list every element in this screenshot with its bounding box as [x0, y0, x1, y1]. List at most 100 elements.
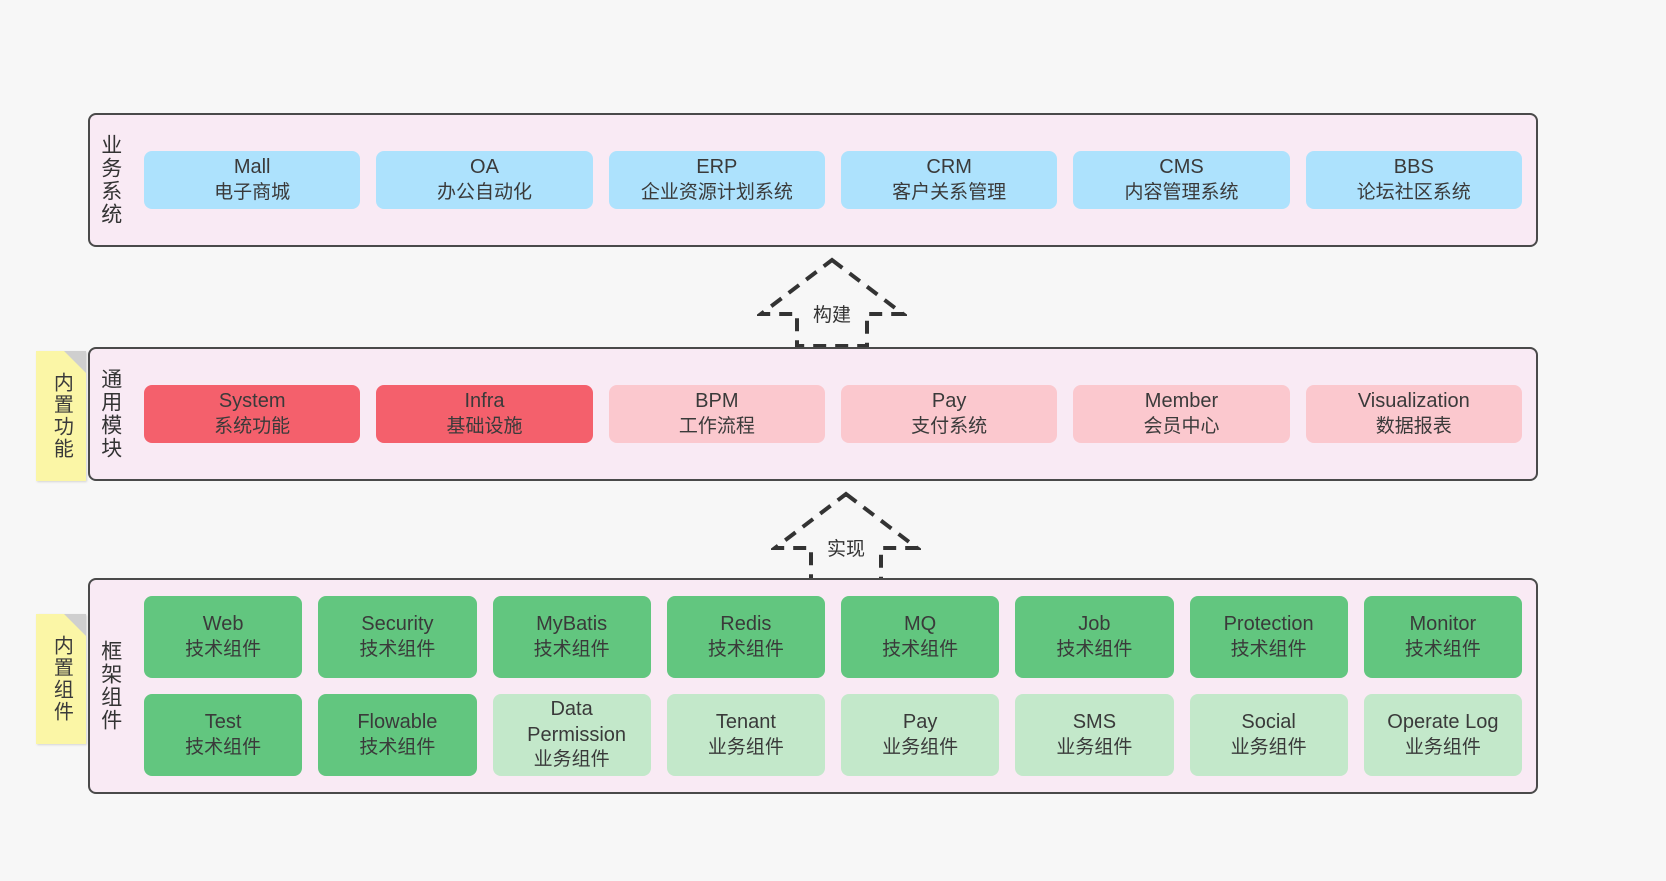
card-mall[interactable]: Mall 电子商城	[144, 151, 361, 209]
layer-label-framework: 框架组件	[98, 640, 122, 732]
arrow-build-label: 构建	[812, 305, 851, 326]
card-title: Test	[204, 711, 242, 734]
card-title: MyBatis	[536, 613, 608, 636]
note-label: 内置功能	[50, 372, 73, 460]
card-web[interactable]: Web 技术组件	[144, 596, 303, 678]
card-social[interactable]: Social 业务组件	[1189, 694, 1348, 776]
card-title: System	[218, 390, 286, 413]
card-cms[interactable]: CMS 内容管理系统	[1073, 151, 1290, 209]
card-visualization[interactable]: Visualization 数据报表	[1305, 385, 1522, 443]
card-title: Pay	[931, 390, 967, 413]
arrow-implement: 实现	[771, 490, 921, 584]
card-title: Data Permission	[527, 698, 627, 746]
layer-business-systems: 业务系统 Mall 电子商城 OA 办公自动化 ERP 企业资源计划系统 CRM…	[88, 113, 1538, 247]
card-title: MQ	[904, 613, 937, 636]
card-subtitle: 技术组件	[1404, 638, 1481, 660]
card-subtitle: 客户关系管理	[892, 181, 1007, 203]
dashed-hollow-arrow-icon	[771, 491, 921, 582]
card-title: Member	[1144, 390, 1219, 413]
card-subtitle: 业务组件	[1056, 736, 1133, 758]
card-subtitle: 业务组件	[1230, 736, 1307, 758]
card-title: OA	[470, 156, 499, 179]
card-subtitle: 数据报表	[1375, 415, 1452, 437]
card-monitor[interactable]: Monitor 技术组件	[1363, 596, 1522, 678]
card-member[interactable]: Member 会员中心	[1073, 385, 1290, 443]
card-bbs[interactable]: BBS 论坛社区系统	[1305, 151, 1522, 209]
card-redis[interactable]: Redis 技术组件	[666, 596, 825, 678]
card-operate-log[interactable]: Operate Log 业务组件	[1363, 694, 1522, 776]
card-subtitle: 技术组件	[1056, 638, 1133, 660]
card-title: BBS	[1393, 156, 1434, 179]
card-title: Protection	[1223, 613, 1314, 636]
card-title: Job	[1078, 613, 1111, 636]
card-system[interactable]: System 系统功能	[144, 385, 361, 443]
card-title: Tenant	[715, 711, 776, 734]
card-title: Visualization	[1357, 390, 1470, 413]
card-title: Flowable	[357, 711, 438, 734]
card-title: Operate Log	[1387, 711, 1499, 734]
card-title: CRM	[926, 156, 972, 179]
layer-body-business: Mall 电子商城 OA 办公自动化 ERP 企业资源计划系统 CRM 客户关系…	[130, 115, 1536, 245]
card-security[interactable]: Security 技术组件	[318, 596, 477, 678]
card-mybatis[interactable]: MyBatis 技术组件	[492, 596, 651, 678]
card-subtitle: 技术组件	[1230, 638, 1307, 660]
card-title: CMS	[1159, 156, 1204, 179]
note-fold-icon	[64, 351, 86, 373]
card-subtitle: 工作流程	[678, 415, 755, 437]
note-label: 内置组件	[50, 635, 73, 723]
card-sms[interactable]: SMS 业务组件	[1015, 694, 1174, 776]
card-subtitle: 论坛社区系统	[1356, 181, 1471, 203]
card-crm[interactable]: CRM 客户关系管理	[840, 151, 1058, 209]
card-protection[interactable]: Protection 技术组件	[1189, 596, 1348, 678]
card-title: Redis	[720, 613, 772, 636]
card-title: Mall	[233, 156, 271, 179]
card-subtitle: 技术组件	[707, 638, 784, 660]
card-subtitle: 系统功能	[214, 415, 291, 437]
card-test[interactable]: Test 技术组件	[144, 694, 303, 776]
card-bpm[interactable]: BPM 工作流程	[608, 385, 825, 443]
card-data-permission[interactable]: Data Permission 业务组件	[492, 694, 651, 776]
card-subtitle: 支付系统	[911, 415, 988, 437]
card-oa[interactable]: OA 办公自动化	[376, 151, 593, 209]
card-erp[interactable]: ERP 企业资源计划系统	[608, 151, 825, 209]
card-title: Security	[361, 613, 434, 636]
card-title: Social	[1241, 711, 1296, 734]
card-title: Infra	[464, 390, 505, 413]
card-subtitle: 业务组件	[882, 736, 959, 758]
card-subtitle: 业务组件	[1404, 736, 1481, 758]
card-subtitle: 技术组件	[359, 736, 436, 758]
arrow-build: 构建	[757, 256, 907, 350]
card-row: Test 技术组件 Flowable 技术组件 Data Permission …	[144, 694, 1522, 776]
card-mq[interactable]: MQ 技术组件	[841, 596, 1000, 678]
card-subtitle: 技术组件	[359, 638, 436, 660]
card-job[interactable]: Job 技术组件	[1015, 596, 1174, 678]
card-subtitle: 基础设施	[446, 415, 523, 437]
card-row: Mall 电子商城 OA 办公自动化 ERP 企业资源计划系统 CRM 客户关系…	[144, 151, 1522, 209]
card-title: Monitor	[1409, 613, 1477, 636]
card-pay-business[interactable]: Pay 业务组件	[841, 694, 1000, 776]
note-fold-icon	[64, 614, 86, 636]
card-infra[interactable]: Infra 基础设施	[376, 385, 593, 443]
card-flowable[interactable]: Flowable 技术组件	[318, 694, 477, 776]
card-subtitle: 业务组件	[707, 736, 784, 758]
card-subtitle: 会员中心	[1143, 415, 1220, 437]
card-tenant[interactable]: Tenant 业务组件	[666, 694, 825, 776]
arrow-implement-label: 实现	[826, 539, 865, 560]
card-subtitle: 技术组件	[185, 736, 262, 758]
card-subtitle: 技术组件	[185, 638, 262, 660]
sticky-note-builtin-components: 内置组件	[36, 614, 86, 744]
layer-body-framework: Web 技术组件 Security 技术组件 MyBatis 技术组件 Redi…	[130, 580, 1536, 792]
card-title: SMS	[1072, 711, 1117, 734]
layer-label-business: 业务系统	[98, 134, 122, 226]
card-title: Pay	[902, 711, 938, 734]
layer-framework-components: 框架组件 Web 技术组件 Security 技术组件 MyBatis 技术组件…	[88, 578, 1538, 794]
sticky-note-builtin-features: 内置功能	[36, 351, 86, 481]
card-subtitle: 技术组件	[533, 638, 610, 660]
card-title: ERP	[696, 156, 738, 179]
card-title: BPM	[695, 390, 739, 413]
layer-label-common: 通用模块	[98, 368, 122, 460]
card-pay[interactable]: Pay 支付系统	[840, 385, 1058, 443]
card-row: System 系统功能 Infra 基础设施 BPM 工作流程 Pay 支付系统…	[144, 385, 1522, 443]
card-subtitle: 电子商城	[214, 181, 291, 203]
